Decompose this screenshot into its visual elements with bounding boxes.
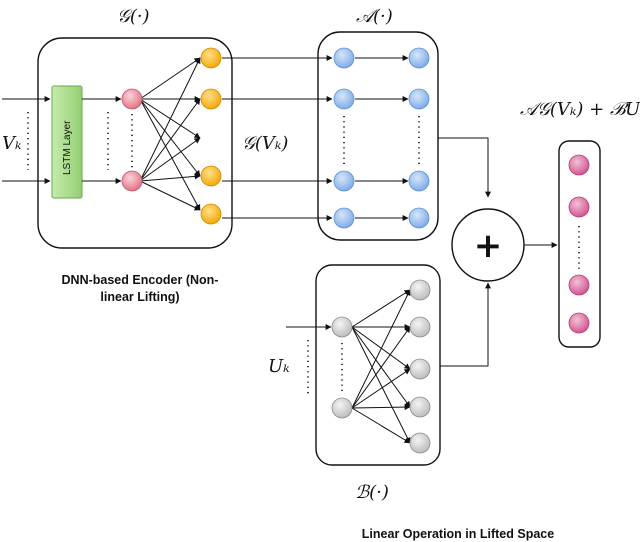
gray-node (409, 358, 431, 380)
orange-node (200, 47, 222, 69)
blue-node (408, 170, 430, 192)
lifting-arrows (222, 55, 333, 221)
encoder-connections (139, 57, 201, 211)
b-operator-connections (351, 289, 411, 444)
output-label: 𝒜𝒢(Vₖ) + ℬUₖ (520, 99, 640, 120)
encoder-caption-line1: DNN-based Encoder (Non- (62, 273, 219, 287)
linear-operation-caption: Linear Operation in Lifted Space (362, 527, 554, 541)
a-to-sum-arrow (438, 137, 491, 198)
red-node (121, 88, 143, 110)
uk-label: Uₖ (268, 356, 290, 377)
orange-node (200, 88, 222, 110)
blue-node (333, 170, 355, 192)
orange-node (200, 203, 222, 225)
pink-node (568, 312, 590, 334)
blue-node (333, 88, 355, 110)
blue-node (333, 207, 355, 229)
blue-node (333, 47, 355, 69)
a-operator-box (317, 31, 439, 241)
b-to-sum-arrow (440, 282, 491, 367)
gray-node (331, 397, 353, 419)
vk-label: Vₖ (2, 133, 22, 154)
blue-node (408, 88, 430, 110)
pink-node (568, 196, 590, 218)
a-operator-edges (355, 55, 409, 221)
gvk-label: 𝒢(Vₖ) (242, 133, 288, 154)
encoder-caption-line2: linear Lifting) (100, 290, 179, 304)
encoder-box (37, 37, 233, 249)
gray-node (409, 396, 431, 418)
gray-node (331, 316, 353, 338)
gray-node (409, 316, 431, 338)
blue-node (408, 207, 430, 229)
lstm-layer (51, 85, 83, 199)
gray-node (409, 432, 431, 454)
b-operator-box (315, 264, 441, 466)
orange-node (200, 165, 222, 187)
pink-node (568, 154, 590, 176)
red-node (121, 170, 143, 192)
b-operator-title: ℬ(·) (355, 482, 389, 503)
pink-node (568, 274, 590, 296)
gray-node (409, 279, 431, 301)
output-box (558, 140, 601, 348)
blue-node (408, 47, 430, 69)
a-operator-title: 𝒜(·) (356, 6, 393, 27)
encoder-title: 𝒢(·) (117, 6, 150, 27)
plus-sign: + (474, 226, 503, 266)
lstm-label: LSTM Layer (62, 120, 73, 175)
